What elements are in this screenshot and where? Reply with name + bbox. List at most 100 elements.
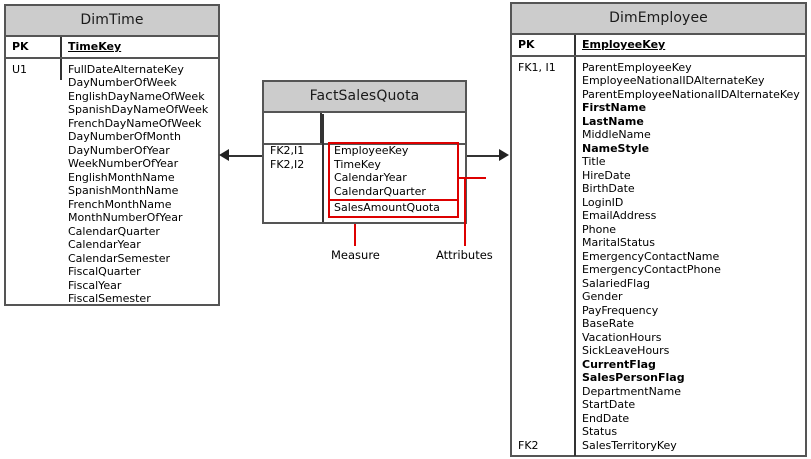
measure-annotation-label: Measure: [331, 248, 380, 262]
entity-title-fact-sales-quota: FactSalesQuota: [264, 82, 465, 113]
field-dim-employee: FirstName: [582, 101, 647, 114]
field-dim-employee: PayFrequency: [582, 303, 659, 317]
field-dim-employee: BirthDate: [582, 182, 635, 195]
key-label-dim-employee: [518, 128, 574, 142]
attribute-fact-sales-quota: TimeKey: [334, 157, 381, 171]
field-dim-employee: MiddleName: [582, 128, 651, 141]
attributes-leader-vertical: [464, 177, 466, 246]
key-label-dim-employee: [518, 223, 574, 237]
field-dim-employee: CurrentFlag: [582, 357, 656, 371]
key-label-dim-employee: [518, 398, 574, 412]
pk-label-dim-time: PK: [6, 37, 62, 57]
field-dim-employee: NameStyle: [582, 141, 650, 155]
field-dim-time: FiscalQuarter: [68, 265, 141, 278]
key-label-dim-employee: [518, 209, 574, 223]
attributes-leader-horizontal: [458, 177, 486, 179]
pk-row-fact-sales-quota: [264, 113, 465, 145]
entity-title-dim-employee: DimEmployee: [512, 4, 805, 35]
field-dim-time: CalendarQuarter: [68, 224, 160, 238]
key-labels-dim-employee: FK1, I1 FK2: [512, 56, 576, 456]
field-dim-time: EnglishMonthName: [68, 170, 175, 184]
measure-list-fact-sales-quota: SalesAmountQuota: [334, 201, 453, 215]
field-dim-time: DayNumberOfWeek: [68, 76, 177, 89]
key-label-dim-employee: FK1, I1: [518, 60, 556, 74]
measure-leader-line: [354, 224, 356, 246]
field-dim-employee: StartDate: [582, 398, 636, 411]
field-dim-employee: Title: [582, 155, 606, 168]
field-dim-employee: LastName: [582, 114, 644, 128]
field-dim-employee: MaritalStatus: [582, 236, 655, 249]
entity-dim-time[interactable]: DimTime PK TimeKey U1 FullDateAlternateK…: [4, 4, 220, 306]
field-dim-time: FrenchMonthName: [68, 197, 172, 211]
key-label-dim-employee: [518, 331, 574, 345]
key-label-dim-employee: [518, 358, 574, 372]
field-dim-time: CalendarYear: [68, 238, 141, 251]
pk-row-dim-time: PK TimeKey: [6, 37, 218, 59]
attributes-annotation-label: Attributes: [436, 248, 493, 262]
field-dim-employee: SalariedFlag: [582, 276, 650, 290]
key-label-dim-employee: [518, 263, 574, 277]
field-dim-employee: EmployeeNationalIDAlternateKey: [582, 74, 765, 87]
pk-row-dim-employee: PK EmployeeKey: [512, 35, 805, 57]
key-label-dim-employee: [518, 277, 574, 291]
field-dim-employee: EmergencyContactPhone: [582, 263, 721, 276]
key-label-dim-employee: [518, 169, 574, 183]
attribute-fact-sales-quota: CalendarYear: [334, 171, 407, 184]
entity-dim-employee[interactable]: DimEmployee PK EmployeeKey FK1, I1 FK2 P…: [510, 2, 807, 457]
key-label-dim-employee: [518, 236, 574, 250]
field-dim-time: MonthNumberOfYear: [68, 211, 183, 224]
key-label-dim-employee: FK2: [518, 438, 539, 452]
relationship-line-dimtime-fact: [228, 155, 262, 157]
key-label-dim-employee: [518, 290, 574, 304]
field-dim-time: FiscalSemester: [68, 292, 151, 305]
field-dim-employee: VacationHours: [582, 330, 662, 344]
field-dim-time: FullDateAlternateKey: [68, 62, 184, 76]
field-dim-employee: SalesTerritoryKey: [582, 438, 677, 452]
field-dim-employee: BaseRate: [582, 317, 635, 330]
key-label-dim-employee: [518, 344, 574, 358]
attribute-fact-sales-quota: CalendarQuarter: [334, 184, 426, 198]
entity-title-dim-time: DimTime: [6, 6, 218, 37]
column-divider: [322, 114, 324, 222]
key-label-dim-employee: [518, 142, 574, 156]
field-dim-employee: EmergencyContactName: [582, 249, 720, 263]
relationship-arrow-to-dimtime: [219, 149, 229, 161]
pk-label-dim-employee: PK: [512, 35, 576, 55]
key-label-dim-employee: [518, 371, 574, 385]
key-label-dim-employee: [518, 115, 574, 129]
pk-label-fact-sales-quota: [264, 113, 322, 143]
field-dim-time: FiscalYear: [68, 278, 122, 292]
entity-fact-sales-quota[interactable]: FactSalesQuota FK2,I1 FK2,I2 EmployeeKey…: [262, 80, 467, 224]
key-label-dim-employee: [518, 250, 574, 264]
key-label-dim-employee: [518, 155, 574, 169]
key-label-dim-employee: [518, 425, 574, 439]
measure-highlight-box: SalesAmountQuota: [328, 199, 459, 218]
key-label-dim-employee: [518, 88, 574, 102]
field-dim-time: SpanishDayNameOfWeek: [68, 103, 209, 116]
key-label-dim-employee: [518, 74, 574, 88]
key-label-dim-employee: [518, 317, 574, 331]
pk-field-dim-time: TimeKey: [68, 40, 122, 53]
field-dim-employee: HireDate: [582, 168, 631, 182]
field-dim-time: DayNumberOfYear: [68, 143, 170, 157]
field-dim-time: EnglishDayNameOfWeek: [68, 89, 205, 103]
fk-labels-fact-sales-quota: FK2,I1 FK2,I2: [270, 144, 305, 171]
pk-field-dim-employee: EmployeeKey: [582, 38, 666, 51]
relationship-line-fact-dimemployee: [467, 155, 500, 157]
field-dim-employee: EmailAddress: [582, 209, 657, 222]
field-dim-employee: LoginID: [582, 195, 624, 209]
field-dim-time: FrenchDayNameOfWeek: [68, 116, 202, 130]
attribute-fact-sales-quota: EmployeeKey: [334, 144, 409, 157]
field-dim-employee: SalesPersonFlag: [582, 371, 685, 384]
field-dim-employee: Gender: [582, 290, 623, 303]
field-dim-time: SpanishMonthName: [68, 184, 179, 197]
key-label-dim-employee: [518, 304, 574, 318]
key-label-dim-employee: [518, 101, 574, 115]
field-dim-time: CalendarSemester: [68, 251, 171, 265]
